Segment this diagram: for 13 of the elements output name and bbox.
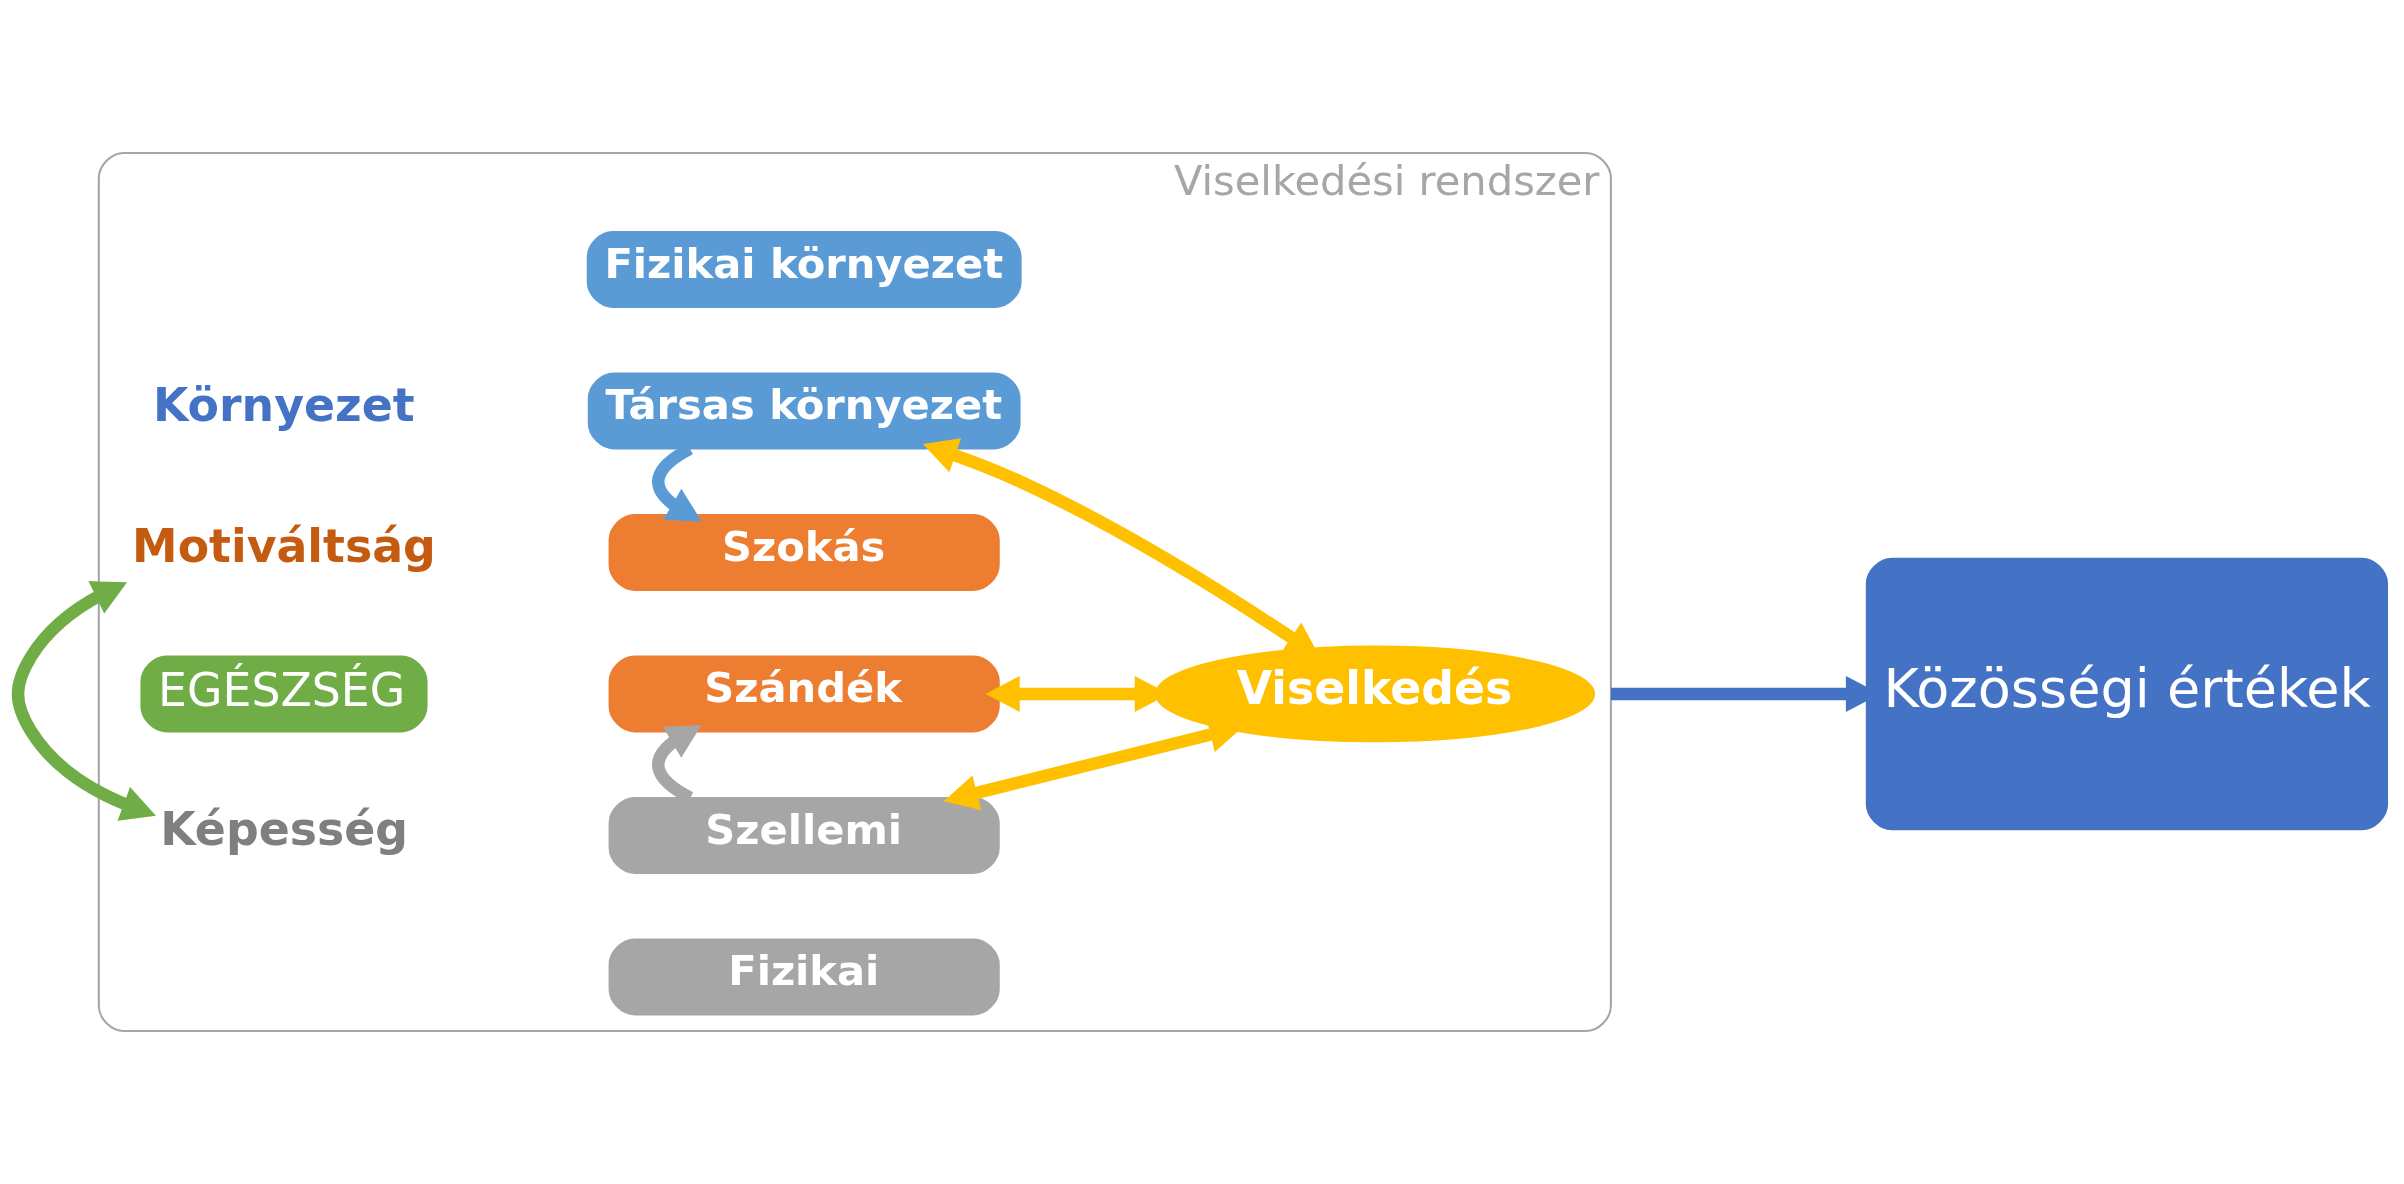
node-box: Fizikai bbox=[608, 938, 1000, 1016]
node-text: Képesség bbox=[159, 803, 408, 857]
node-box: Szándék bbox=[608, 655, 1000, 733]
node-text: Motiváltság bbox=[131, 520, 436, 574]
node-text: Környezet bbox=[152, 378, 415, 432]
node-box: EGÉSZSÉG bbox=[139, 655, 428, 733]
arrow bbox=[11, 581, 156, 821]
node-ellipse: Viselkedés bbox=[1154, 645, 1595, 743]
node-box: Szokás bbox=[608, 513, 1000, 591]
node-box: Társas környezet bbox=[587, 372, 1021, 450]
node-box: Fizikai környezet bbox=[586, 231, 1022, 308]
node-box: Közösségi értékek bbox=[1865, 557, 2388, 831]
node-box: Szellemi bbox=[608, 796, 1000, 874]
